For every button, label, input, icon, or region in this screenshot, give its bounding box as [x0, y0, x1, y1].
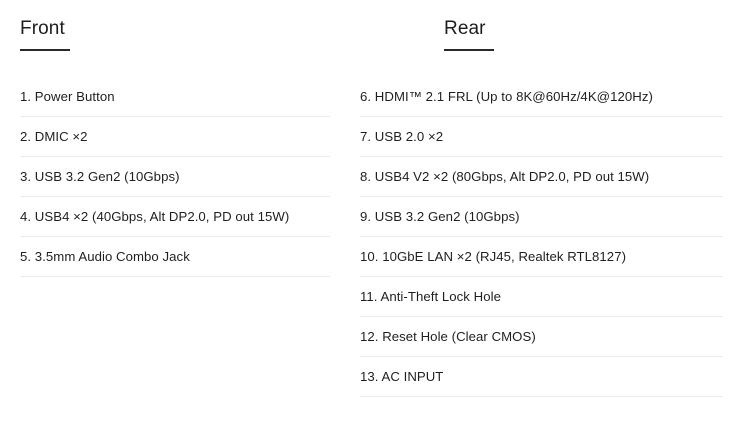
list-item-label: 2. DMIC ×2 [20, 128, 88, 144]
list-item: 13. AC INPUT [360, 357, 723, 397]
column-rear-title-underline [444, 49, 494, 51]
column-rear-title: Rear [444, 18, 486, 39]
list-item-label: 6. HDMI™ 2.1 FRL (Up to 8K@60Hz/4K@120Hz… [360, 88, 653, 104]
column-rear-header: Rear [360, 0, 723, 51]
column-front-title: Front [20, 18, 65, 39]
list-item-label: 12. Reset Hole (Clear CMOS) [360, 328, 536, 344]
list-item-label: 1. Power Button [20, 88, 115, 104]
list-item: 2. DMIC ×2 [20, 117, 330, 157]
list-item-label: 5. 3.5mm Audio Combo Jack [20, 248, 190, 264]
column-front-title-underline [20, 49, 70, 51]
list-item: 3. USB 3.2 Gen2 (10Gbps) [20, 157, 330, 197]
list-item: 4. USB4 ×2 (40Gbps, Alt DP2.0, PD out 15… [20, 197, 330, 237]
column-rear-rows: 6. HDMI™ 2.1 FRL (Up to 8K@60Hz/4K@120Hz… [360, 77, 723, 397]
column-front-rows: 1. Power Button 2. DMIC ×2 3. USB 3.2 Ge… [20, 77, 333, 277]
list-item-label: 9. USB 3.2 Gen2 (10Gbps) [360, 208, 520, 224]
list-item-label: 7. USB 2.0 ×2 [360, 128, 444, 144]
list-item: 8. USB4 V2 ×2 (80Gbps, Alt DP2.0, PD out… [360, 157, 723, 197]
list-item-label: 11. Anti-Theft Lock Hole [360, 288, 501, 304]
list-item: 7. USB 2.0 ×2 [360, 117, 723, 157]
list-item: 11. Anti-Theft Lock Hole [360, 277, 723, 317]
column-front-header: Front [20, 0, 330, 51]
list-item-label: 8. USB4 V2 ×2 (80Gbps, Alt DP2.0, PD out… [360, 168, 650, 184]
list-item-label: 3. USB 3.2 Gen2 (10Gbps) [20, 168, 180, 184]
list-item-label: 13. AC INPUT [360, 368, 444, 384]
list-item-label: 10. 10GbE LAN ×2 (RJ45, Realtek RTL8127) [360, 248, 627, 264]
list-item: 10. 10GbE LAN ×2 (RJ45, Realtek RTL8127) [360, 237, 723, 277]
list-item: 5. 3.5mm Audio Combo Jack [20, 237, 330, 277]
list-item: 12. Reset Hole (Clear CMOS) [360, 317, 723, 357]
list-item: 6. HDMI™ 2.1 FRL (Up to 8K@60Hz/4K@120Hz… [360, 77, 723, 117]
column-front: Front 1. Power Button 2. DMIC ×2 3. USB … [0, 0, 345, 277]
list-item: 1. Power Button [20, 77, 330, 117]
list-item-label: 4. USB4 ×2 (40Gbps, Alt DP2.0, PD out 15… [20, 208, 290, 224]
column-rear: Rear 6. HDMI™ 2.1 FRL (Up to 8K@60Hz/4K@… [345, 0, 738, 397]
list-item: 9. USB 3.2 Gen2 (10Gbps) [360, 197, 723, 237]
